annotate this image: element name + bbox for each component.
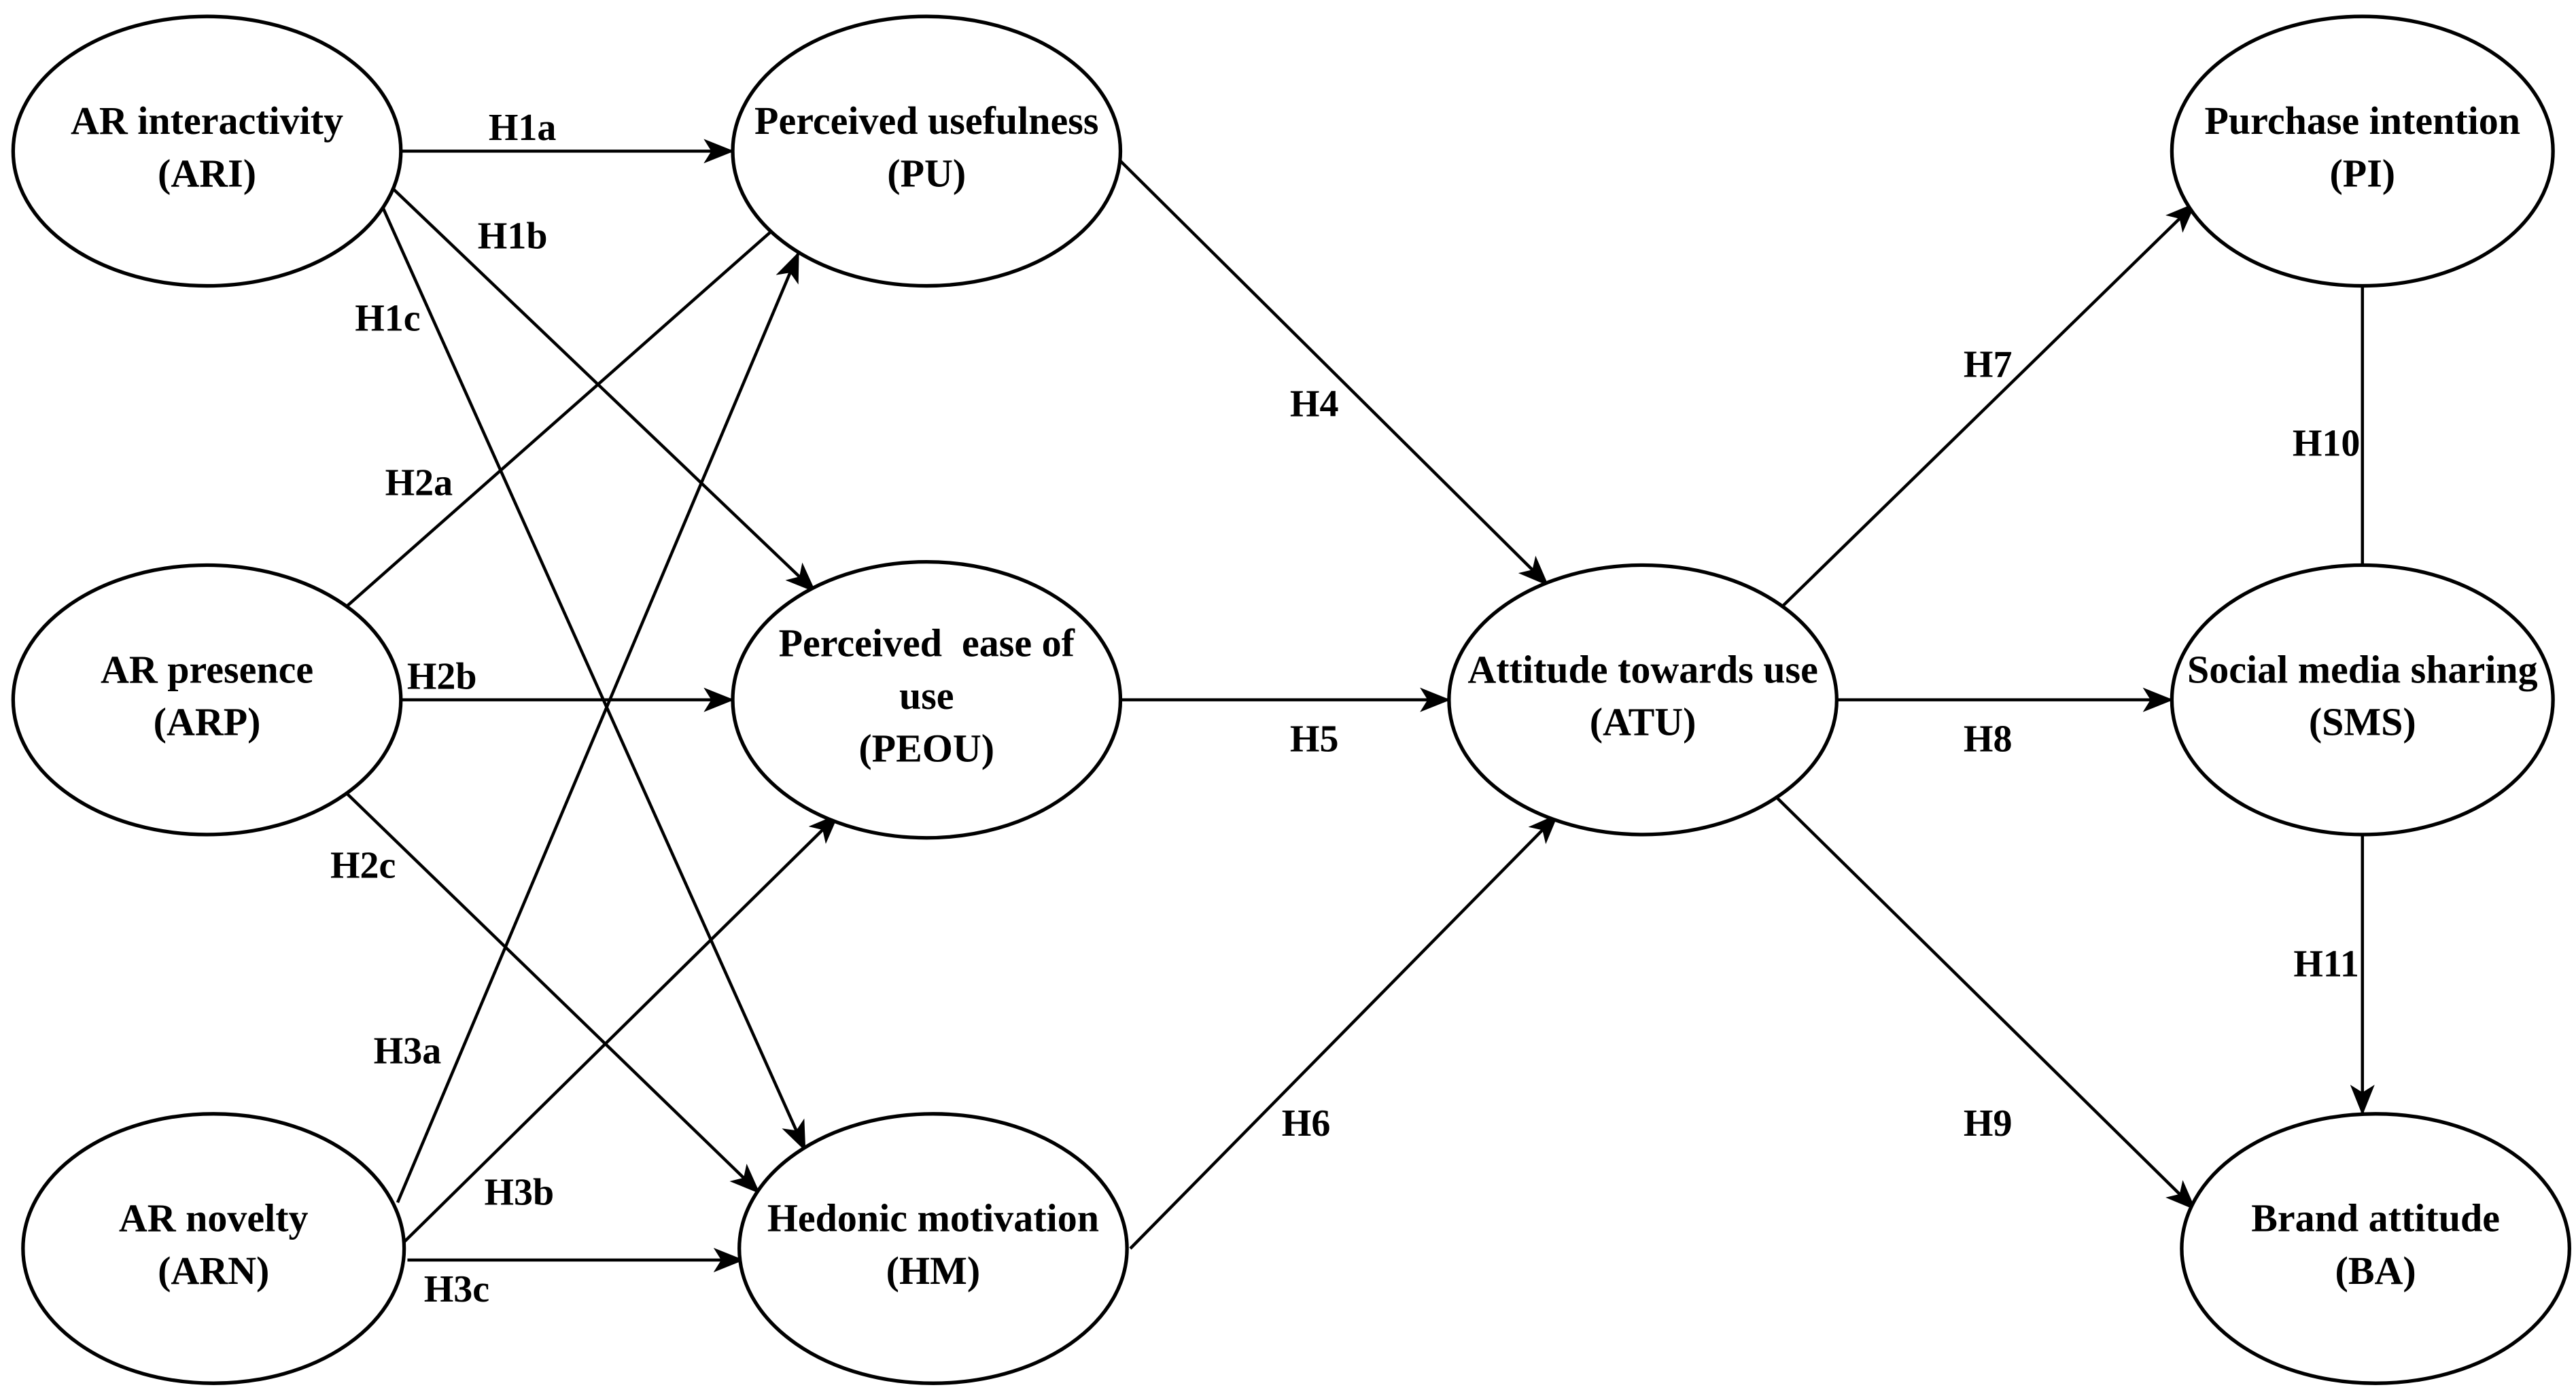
node-arn-ellipse	[21, 1112, 406, 1385]
edge-label-h2b: H2b	[407, 656, 477, 698]
node-pu-label-line-1: Perceived usefulness	[754, 99, 1098, 143]
edge-label-h11: H11	[2293, 943, 2359, 986]
edge-label-h1a: H1a	[489, 107, 557, 149]
node-arn-label-line-2: (ARN)	[158, 1249, 269, 1293]
edge-label-h10: H10	[2293, 422, 2361, 464]
edge-label-h3b: H3b	[484, 1171, 554, 1213]
node-ba-ellipse	[2180, 1112, 2571, 1385]
edge-h1c-arrow	[379, 203, 807, 1152]
node-arn: AR novelty (ARN)	[21, 1112, 406, 1385]
edge-h7-arrow	[1779, 203, 2196, 609]
node-hm-label-line-1: Hedonic motivation	[767, 1196, 1099, 1240]
node-peou: Perceived ease of use (PEOU)	[731, 559, 1123, 840]
node-peou-label-line-1: Perceived ease of	[779, 621, 1075, 665]
node-pi: Purchase intention (PI)	[2170, 14, 2555, 288]
edge-h3a-arrow	[396, 251, 800, 1204]
node-sms-label-line-1: Social media sharing	[2187, 647, 2538, 691]
node-atu: Attitude towards use (ATU)	[1447, 563, 1839, 837]
edge-label-h2c: H2c	[330, 844, 396, 886]
node-sms: Social media sharing (SMS)	[2170, 563, 2555, 837]
node-ba-label-line-1: Brand attitude	[2251, 1196, 2500, 1240]
edge-label-h6: H6	[1282, 1102, 1331, 1145]
node-arp-label-line-1: AR presence	[101, 647, 313, 691]
edge-h3b-arrow	[403, 814, 839, 1243]
node-ari: AR interactivity (ARI)	[11, 14, 403, 288]
node-pi-label-line-1: Purchase intention	[2204, 99, 2520, 143]
edge-h2a-arrow	[344, 209, 797, 610]
edge-h9-arrow	[1773, 794, 2196, 1210]
nodes-layer: AR interactivity(ARI)AR presence(ARP)AR …	[11, 14, 2571, 1385]
edge-label-h1b: H1b	[478, 215, 548, 258]
node-pi-ellipse	[2170, 14, 2555, 288]
node-hm: Hedonic motivation (HM)	[737, 1112, 1129, 1385]
node-pu: Perceived usefulness (PU)	[731, 14, 1123, 288]
edge-h2c-arrow	[341, 787, 761, 1194]
node-sms-ellipse	[2170, 563, 2555, 837]
node-arp: AR presence (ARP)	[11, 563, 403, 837]
node-hm-label-line-2: (HM)	[886, 1249, 981, 1293]
node-arp-ellipse	[11, 563, 403, 837]
edge-label-h9: H9	[1964, 1102, 2013, 1145]
node-peou-label-line-3: (PEOU)	[858, 726, 994, 770]
node-peou-label-line-2: use	[899, 674, 954, 718]
node-ari-label-line-2: (ARI)	[158, 151, 256, 195]
node-pu-label-line-2: (PU)	[887, 151, 966, 195]
edge-label-h7: H7	[1964, 343, 2013, 385]
node-ba: Brand attitude (BA)	[2180, 1112, 2571, 1385]
node-hm-ellipse	[737, 1112, 1129, 1385]
edge-h6-arrow	[1129, 814, 1559, 1250]
node-ba-label-line-2: (BA)	[2335, 1249, 2416, 1293]
edge-label-h5: H5	[1290, 718, 1339, 760]
node-atu-label-line-2: (ATU)	[1590, 700, 1696, 744]
edge-labels-layer: H1aH1bH1cH2aH2bH2cH3aH3bH3cH4H5H6H7H8H9H…	[330, 107, 2360, 1310]
edges-layer	[341, 139, 2375, 1272]
node-ari-label-line-1: AR interactivity	[71, 99, 343, 143]
edge-h4-arrow	[1116, 156, 1549, 587]
node-arn-label-line-1: AR novelty	[119, 1196, 309, 1240]
node-pi-label-line-2: (PI)	[2329, 151, 2395, 195]
node-peou-ellipse	[731, 559, 1123, 840]
node-arp-label-line-2: (ARP)	[154, 700, 261, 744]
node-atu-ellipse	[1447, 563, 1839, 837]
edge-label-h8: H8	[1964, 718, 2013, 760]
edge-label-h4: H4	[1290, 383, 1339, 425]
node-atu-label-line-1: Attitude towards use	[1467, 647, 1818, 691]
node-ari-ellipse	[11, 14, 403, 288]
node-sms-label-line-2: (SMS)	[2309, 700, 2416, 744]
edge-label-h1c: H1c	[355, 298, 420, 340]
edge-label-h2a: H2a	[385, 461, 453, 504]
edge-label-h3a: H3a	[374, 1030, 442, 1073]
edge-label-h3c: H3c	[424, 1268, 489, 1310]
node-pu-ellipse	[731, 14, 1123, 288]
